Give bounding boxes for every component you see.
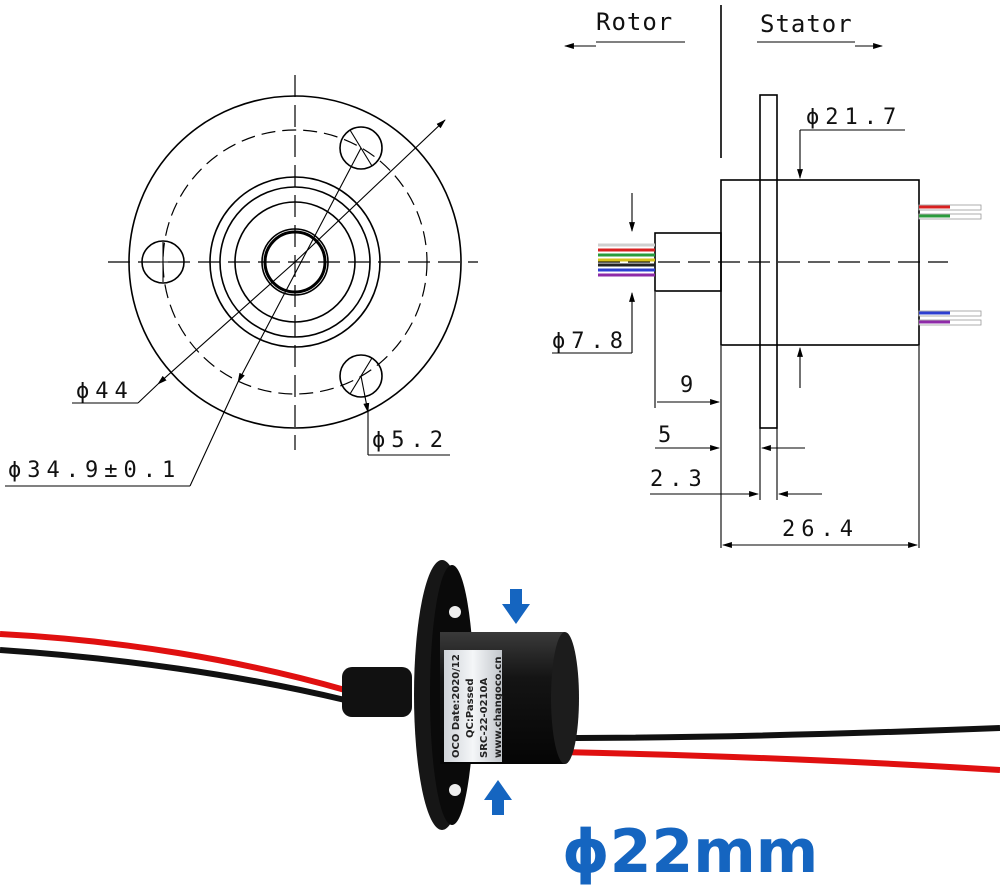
- stator-heading: Stator: [760, 10, 853, 38]
- dim-flange-position: 5: [658, 423, 677, 448]
- dim-hole-diameter: ϕ5.2: [372, 428, 449, 453]
- shaft-circle: [261, 228, 329, 296]
- dim-total-length: 26.4: [782, 517, 859, 542]
- shaft-ring-circle: [234, 201, 356, 323]
- front-view: ϕ44 ϕ34.9±0.1 ϕ5.2: [5, 75, 478, 487]
- body-circle: [209, 176, 381, 348]
- photo-label-line-2: QC:Passed: [465, 679, 476, 739]
- rotor-heading: Rotor: [596, 8, 673, 36]
- stator-wires: [918, 204, 982, 326]
- mount-hole-top: [339, 126, 383, 170]
- photo-label-line-1: OCO Date:2020/12: [451, 654, 462, 758]
- mount-hole-left: [141, 240, 185, 284]
- dim-rotor-length: 9: [680, 373, 699, 398]
- size-label: ϕ22mm: [562, 817, 818, 887]
- photo-label-line-3: SRC-22-0210A: [479, 677, 490, 758]
- body-inner-circle: [219, 186, 371, 338]
- dim-outer-diameter: ϕ44: [76, 379, 134, 404]
- dim-body-diameter: ϕ21.7: [806, 105, 902, 130]
- bolt-circle: [162, 129, 428, 395]
- dim-bolt-circle: ϕ34.9±0.1: [8, 458, 181, 483]
- photo-label-line-4: www.changoco.cn: [493, 657, 504, 758]
- mount-hole-bottom: [339, 354, 383, 398]
- dim-rotor-diameter: ϕ7.8: [552, 329, 629, 354]
- rotor-wires: [598, 243, 655, 277]
- dim-flange-thickness: 2.3: [650, 467, 708, 492]
- photo-arrow-top: [502, 589, 530, 624]
- photo-rotor: [342, 667, 412, 717]
- side-view: Rotor Stator: [552, 5, 982, 548]
- photo-arrow-bottom: [484, 780, 512, 815]
- photo-label: [444, 650, 502, 762]
- product-photo: OCO Date:2020/12 QC:Passed SRC-22-0210A …: [0, 560, 1000, 830]
- shaft-core-circle: [263, 230, 327, 294]
- flange-outer-circle: [128, 95, 462, 429]
